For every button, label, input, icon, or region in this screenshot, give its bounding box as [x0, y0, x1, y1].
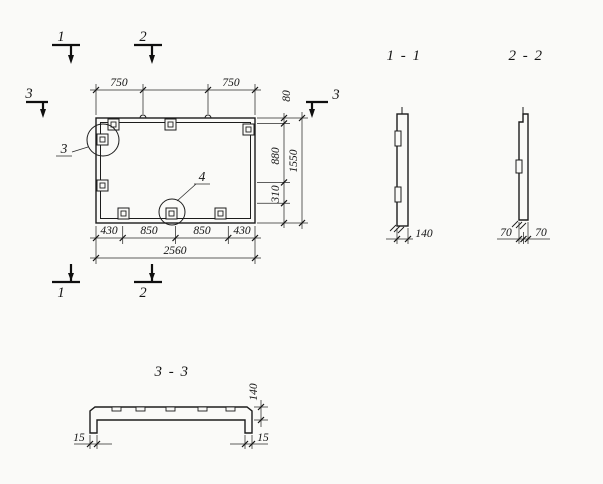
- section-3-3-profile: [89, 406, 253, 434]
- cut-1-bottom-label: 1: [57, 285, 64, 301]
- plan-dim-top: 750 750: [90, 77, 261, 115]
- dim-right-1550: 1550: [288, 149, 300, 172]
- detail-3-label: 3: [60, 141, 68, 156]
- dim-section-1-1-140: 140: [415, 228, 433, 240]
- cut-marker-3-right: 3: [306, 87, 340, 118]
- dim-bottom-430-left: 430: [100, 225, 118, 237]
- detail-circle-4: [158, 198, 186, 226]
- section-3-3-dim-right: 140: [248, 383, 268, 427]
- section-1-1-title: 1 - 1: [387, 48, 422, 64]
- cut-1-top-label: 1: [57, 29, 64, 45]
- detail-4-label: 4: [199, 169, 206, 184]
- dim-bottom-430-right: 430: [233, 225, 251, 237]
- plan-inner-outline: [100, 122, 251, 219]
- cut-3-left-label: 3: [24, 86, 32, 102]
- cut-2-top-label: 2: [139, 29, 146, 45]
- cut-3-right-label: 3: [331, 87, 339, 103]
- section-3-3-notches: [111, 406, 236, 412]
- plan-outer-outline: [95, 117, 256, 224]
- section-3-3-title: 3 - 3: [154, 364, 190, 380]
- section-2-2-dim: 70 70: [497, 222, 550, 244]
- lifting-loops: [139, 114, 212, 119]
- dim-section-3-3-140: 140: [248, 383, 260, 401]
- cut-2-bottom-label: 2: [139, 285, 146, 301]
- cut-marker-1-top: 1: [52, 29, 80, 64]
- plan-anchor-plates: [96, 118, 255, 220]
- plan-dim-bottom: 430 850 850 430 2560: [90, 225, 261, 264]
- section-3-3-dim-left-15: 15: [73, 432, 112, 449]
- detail-callout-4: 4: [158, 169, 210, 226]
- plan-view: 3 4 1 2 1: [24, 29, 339, 301]
- section-1-1-dim: 140: [386, 228, 433, 244]
- dim-bottom-850-right: 850: [193, 225, 211, 237]
- dim-section-3-3-15-left: 15: [73, 432, 85, 444]
- section-1-1: 1 - 1 140: [386, 48, 433, 244]
- cut-marker-3-left: 3: [24, 86, 48, 118]
- cut-marker-1-bottom: 1: [52, 264, 80, 301]
- dim-top-750-right: 750: [222, 77, 240, 89]
- section-2-2: 2 - 2 70 70: [497, 48, 550, 244]
- dim-top-750-left: 750: [110, 77, 128, 89]
- dim-right-880: 880: [270, 147, 282, 165]
- dim-bottom-2560: 2560: [164, 245, 187, 257]
- section-3-3-dim-right-15: 15: [230, 432, 269, 449]
- dim-section-2-2-70-right: 70: [535, 227, 547, 239]
- detail-callout-3: 3: [56, 123, 120, 157]
- dim-right-80: 80: [281, 90, 293, 102]
- dim-section-3-3-15-right: 15: [257, 432, 269, 444]
- cut-marker-2-top: 2: [134, 29, 162, 64]
- dim-section-2-2-70-left: 70: [500, 227, 512, 239]
- section-2-2-profile: [518, 113, 529, 221]
- dim-bottom-850-left: 850: [140, 225, 158, 237]
- section-3-3: 3 - 3 140 15: [73, 364, 269, 449]
- plan-dim-right: 80 880 310 1550: [257, 90, 308, 229]
- dim-right-310: 310: [270, 185, 282, 204]
- cut-marker-2-bottom: 2: [134, 264, 162, 301]
- detail-circle-3: [86, 123, 120, 157]
- section-2-2-title: 2 - 2: [509, 48, 544, 64]
